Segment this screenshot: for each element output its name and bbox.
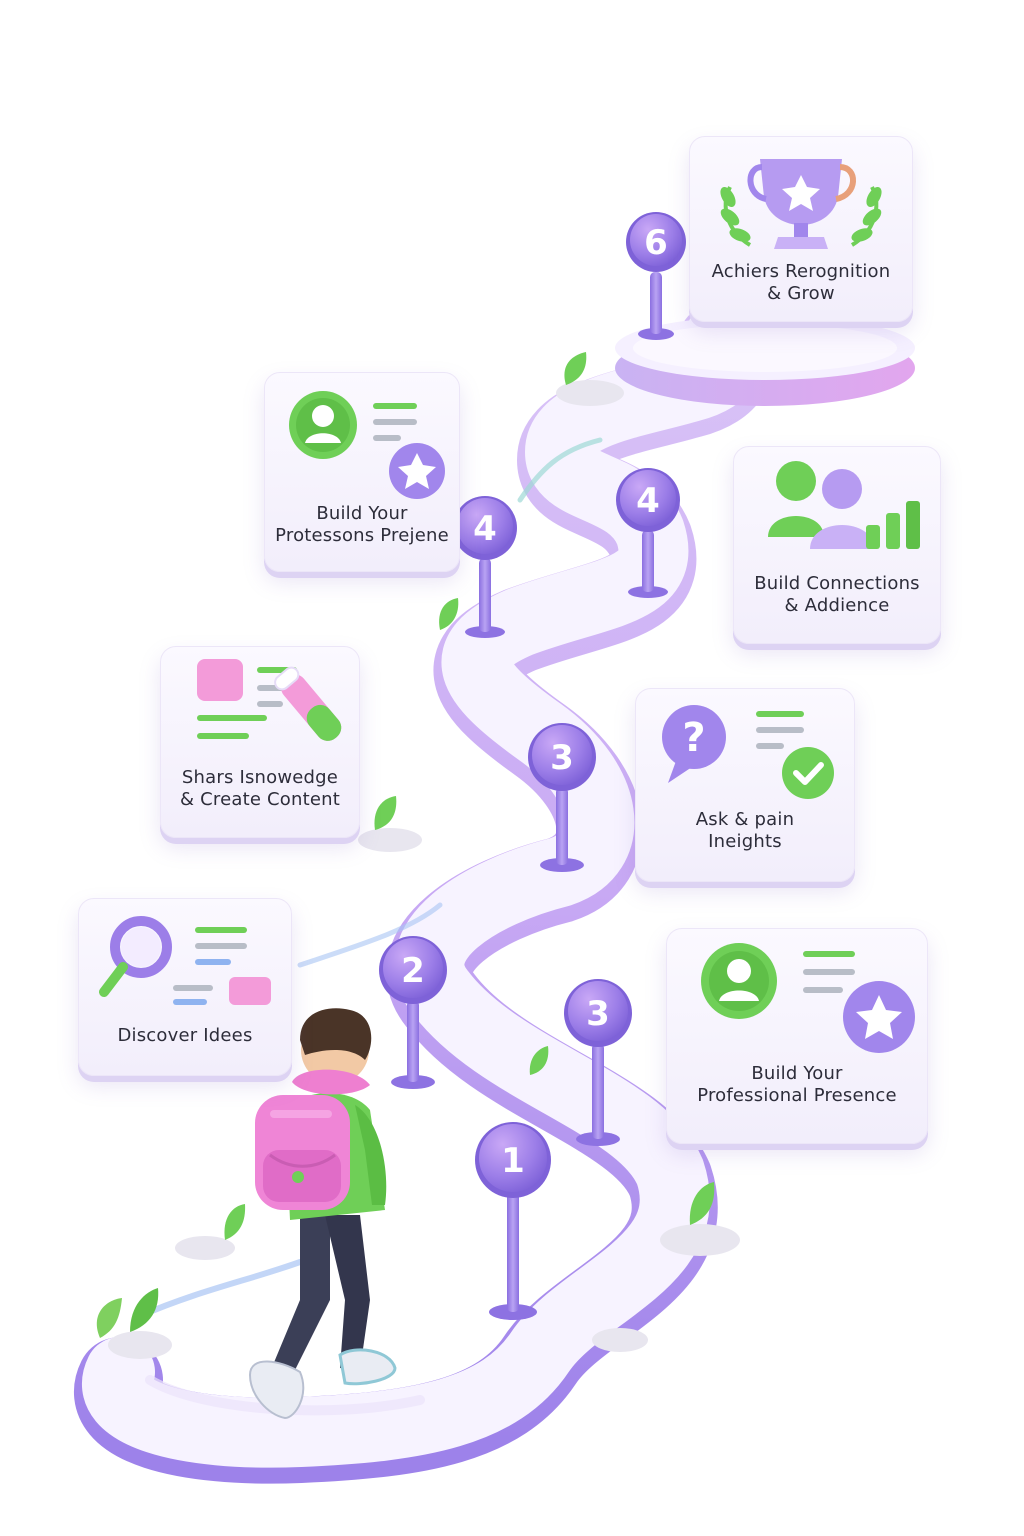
rock-right-lower [592, 1328, 648, 1352]
marker-number: 4 [636, 481, 660, 521]
marker-number: 4 [473, 509, 497, 549]
question-check-icon: ? [662, 705, 834, 799]
step-title: Achiers Rerognition & Grow [711, 261, 891, 304]
rock-plant-right-bottom [660, 1182, 740, 1256]
rock-plant-top-left [556, 352, 624, 406]
marker-step-4-left: 4 [453, 496, 517, 638]
svg-text:?: ? [682, 715, 705, 761]
step-card-achievement[interactable]: Achiers Rerognition & Grow [689, 136, 913, 322]
marker-step-6: 6 [626, 212, 686, 340]
profile-star-icon [701, 943, 915, 1053]
rock-plant-left-bottom [96, 1288, 172, 1359]
summit-platform [615, 316, 915, 406]
profile-star-icon [289, 391, 445, 499]
plant-center [529, 1046, 549, 1075]
step-title: Discover Idees [117, 1025, 253, 1046]
step-title: Ask & pain Ineights [695, 809, 795, 852]
step-title: Build Your Professional Presence [697, 1063, 897, 1106]
rock-plant-left-mid [175, 1204, 246, 1260]
trophy-laurel-icon [720, 159, 882, 249]
marker-step-4-right: 4 [616, 468, 680, 598]
step-title: Build Connections & Addience [754, 573, 920, 616]
marker-number: 2 [401, 951, 425, 991]
marker-number: 3 [586, 994, 610, 1034]
step-card-profile[interactable]: Build Your Protessons Prejene [264, 372, 460, 572]
marker-number: 1 [501, 1141, 525, 1181]
step-title: Build Your Protessons Prejene [275, 503, 449, 546]
student-walker [248, 1008, 397, 1420]
marker-number: 3 [550, 738, 574, 778]
marker-step-1: 1 [475, 1122, 551, 1320]
people-chart-icon [768, 461, 920, 549]
step-card-professional-presence[interactable]: Build Your Professional Presence [666, 928, 928, 1144]
marker-number: 6 [644, 223, 668, 263]
step-card-ask-insights[interactable]: ? Ask & pain Ineights [635, 688, 855, 882]
decorations [96, 352, 740, 1359]
winding-path [74, 302, 773, 1484]
step-card-connections[interactable]: Build Connections & Addience [733, 446, 941, 644]
plant-mid [439, 598, 459, 630]
marker-step-3-center: 3 [528, 723, 596, 872]
step-card-share-knowledge[interactable]: Shars Isnowedge & Create Content [160, 646, 360, 838]
magnifier-icon [99, 916, 271, 1005]
step-card-discover[interactable]: Discover Idees [78, 898, 292, 1076]
rock-plant-mid-left [358, 796, 422, 852]
marker-step-2: 2 [379, 936, 447, 1089]
content-brush-icon [197, 659, 342, 741]
marker-step-3-right: 3 [564, 979, 632, 1146]
step-title: Shars Isnowedge & Create Content [179, 767, 341, 810]
